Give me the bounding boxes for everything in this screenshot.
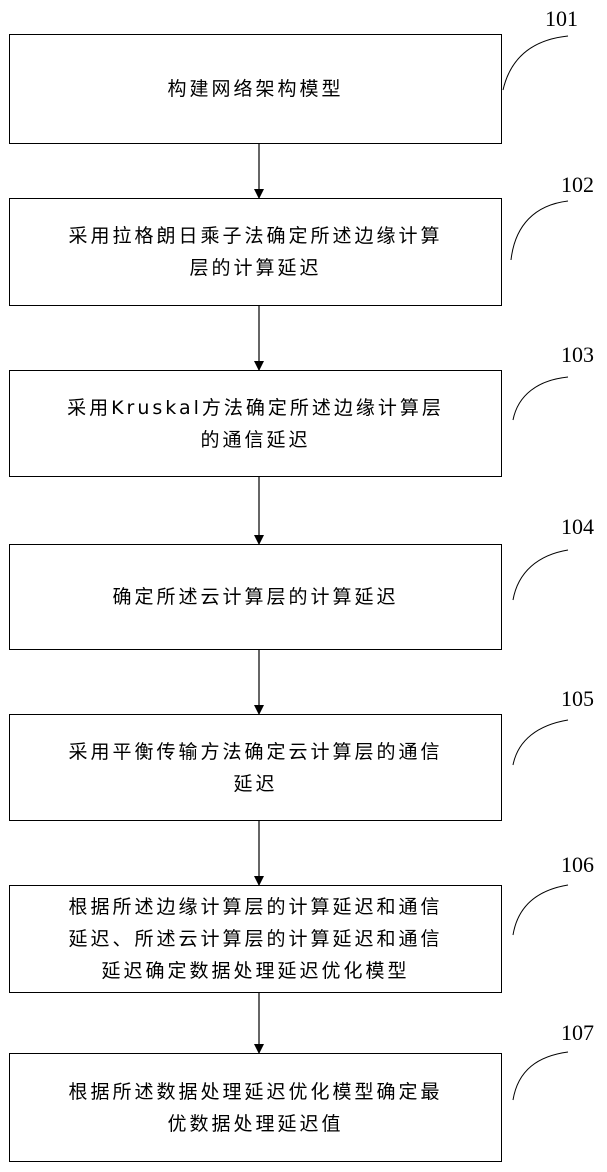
step-box-103: 采用Kruskal方法确定所述边缘计算层 的通信延迟 xyxy=(9,370,502,477)
step-box-106: 根据所述边缘计算层的计算延迟和通信 延迟、所述云计算层的计算延迟和通信 延迟确定… xyxy=(9,885,502,993)
step-number-104: 104 xyxy=(561,514,594,540)
step-text-104: 确定所述云计算层的计算延迟 xyxy=(106,581,404,613)
step-text-106: 根据所述边缘计算层的计算延迟和通信 延迟、所述云计算层的计算延迟和通信 延迟确定… xyxy=(62,891,448,987)
step-number-101: 101 xyxy=(545,6,578,32)
step-box-105: 采用平衡传输方法确定云计算层的通信 延迟 xyxy=(9,714,502,821)
leader-curve-105 xyxy=(513,720,568,765)
leader-curve-102 xyxy=(511,201,568,260)
step-number-105: 105 xyxy=(561,686,594,712)
step-number-103: 103 xyxy=(561,342,594,368)
step-text-101: 构建网络架构模型 xyxy=(161,73,349,105)
step-box-107: 根据所述数据处理延迟优化模型确定最 优数据处理延迟值 xyxy=(9,1053,502,1162)
leader-curve-106 xyxy=(513,885,568,935)
step-text-107: 根据所述数据处理延迟优化模型确定最 优数据处理延迟值 xyxy=(62,1076,448,1140)
step-number-106: 106 xyxy=(561,852,594,878)
leader-curve-104 xyxy=(513,550,568,600)
step-box-101: 构建网络架构模型 xyxy=(9,34,502,144)
leader-curve-107 xyxy=(513,1052,568,1100)
leader-curve-101 xyxy=(503,36,568,90)
step-text-102: 采用拉格朗日乘子法确定所述边缘计算 层的计算延迟 xyxy=(62,220,448,284)
step-box-102: 采用拉格朗日乘子法确定所述边缘计算 层的计算延迟 xyxy=(9,198,502,306)
step-number-102: 102 xyxy=(561,172,594,198)
step-box-104: 确定所述云计算层的计算延迟 xyxy=(9,544,502,650)
step-text-105: 采用平衡传输方法确定云计算层的通信 延迟 xyxy=(62,736,448,800)
step-text-103: 采用Kruskal方法确定所述边缘计算层 的通信延迟 xyxy=(61,392,450,456)
leader-curve-103 xyxy=(513,377,568,420)
step-number-107: 107 xyxy=(561,1020,594,1046)
